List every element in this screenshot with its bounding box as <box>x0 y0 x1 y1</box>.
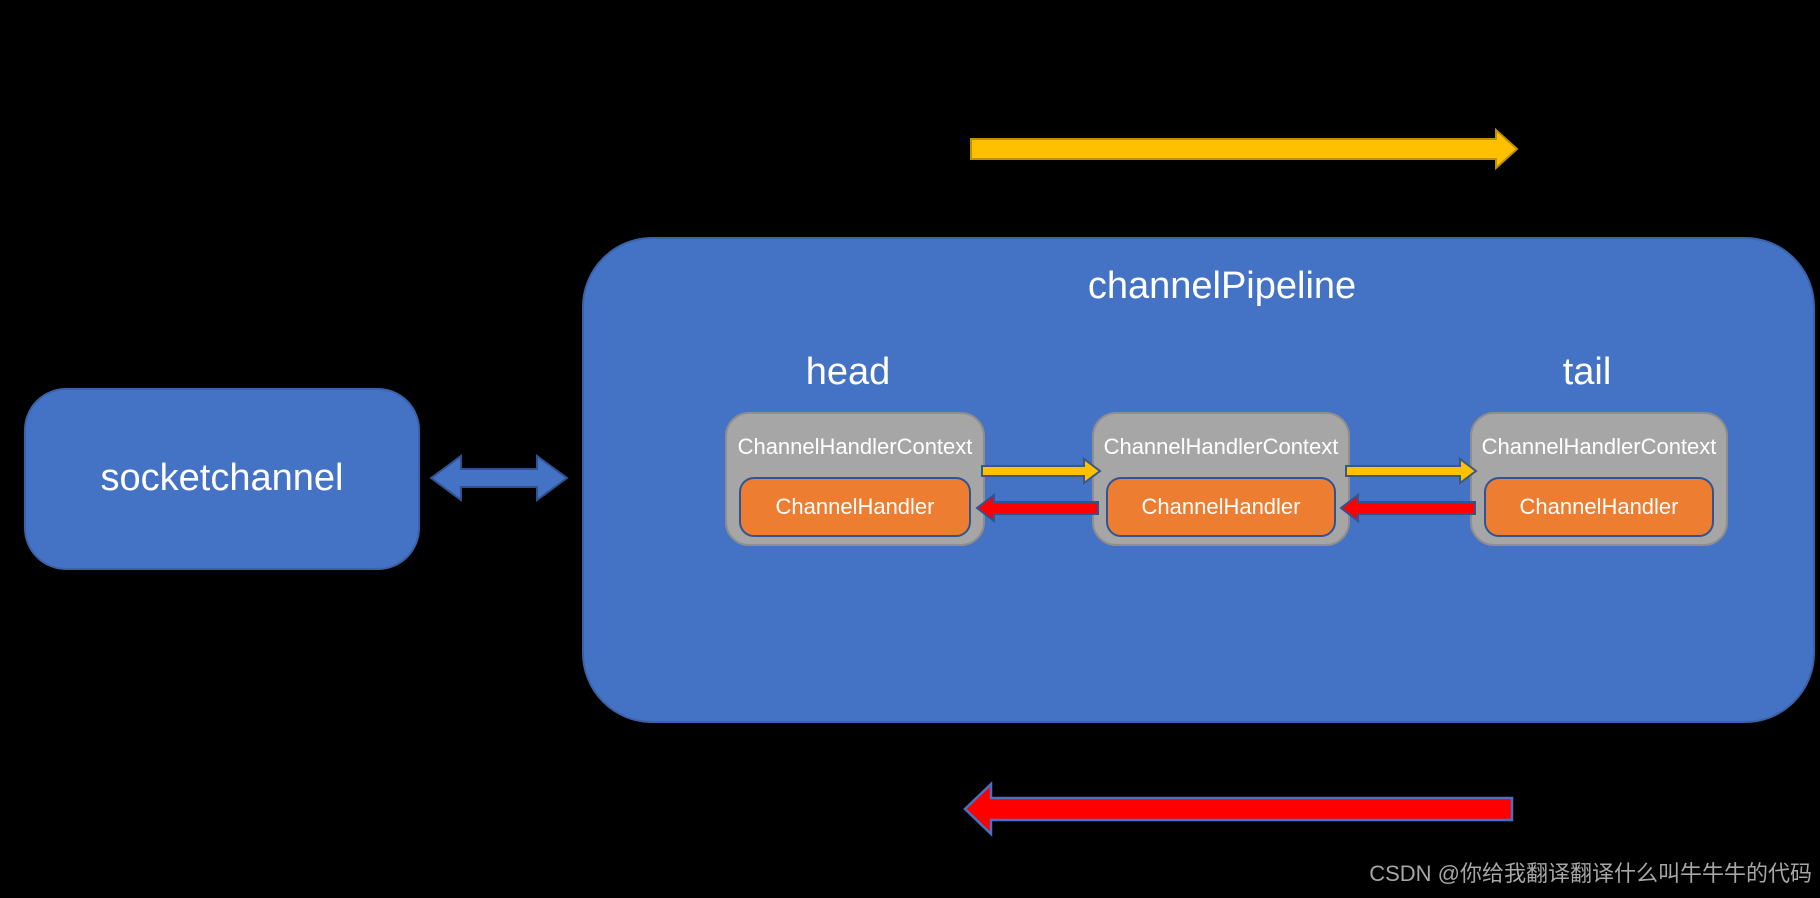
socketchannel-label: socketchannel <box>100 457 344 500</box>
head-label: head <box>805 351 891 393</box>
channel-pipeline-title: channelPipeline <box>1087 265 1357 307</box>
channel-handler-context-2-title: ChannelHandlerContext <box>1103 434 1339 459</box>
inbound-left-arrow-icon <box>963 781 1514 837</box>
channel-handler-1-label: ChannelHandler <box>775 494 935 519</box>
backward-left-arrow-icon-1 <box>975 492 1099 524</box>
tail-label: tail <box>1562 351 1612 393</box>
channel-handler-3: ChannelHandler <box>1484 477 1714 537</box>
forward-right-arrow-icon-1 <box>981 457 1102 485</box>
channel-handler-2: ChannelHandler <box>1106 477 1336 537</box>
double-headed-arrow-icon <box>429 454 569 502</box>
channel-handler-context-2: ChannelHandlerContext ChannelHandler <box>1092 412 1350 546</box>
outbound-right-arrow-icon <box>970 127 1519 171</box>
socketchannel-box: socketchannel <box>24 388 420 570</box>
channel-handler-1: ChannelHandler <box>739 477 971 537</box>
forward-right-arrow-icon-2 <box>1345 457 1478 485</box>
channel-handler-context-1: ChannelHandlerContext ChannelHandler <box>725 412 985 546</box>
channel-handler-context-1-title: ChannelHandlerContext <box>737 434 973 459</box>
backward-left-arrow-icon-2 <box>1339 492 1476 524</box>
channel-handler-2-label: ChannelHandler <box>1141 494 1301 519</box>
channel-handler-3-label: ChannelHandler <box>1519 494 1679 519</box>
channel-handler-context-3-title: ChannelHandlerContext <box>1481 434 1717 459</box>
channel-handler-context-3: ChannelHandlerContext ChannelHandler <box>1470 412 1728 546</box>
csdn-watermark: CSDN @你给我翻译翻译什么叫牛牛牛的代码 <box>1369 861 1812 886</box>
